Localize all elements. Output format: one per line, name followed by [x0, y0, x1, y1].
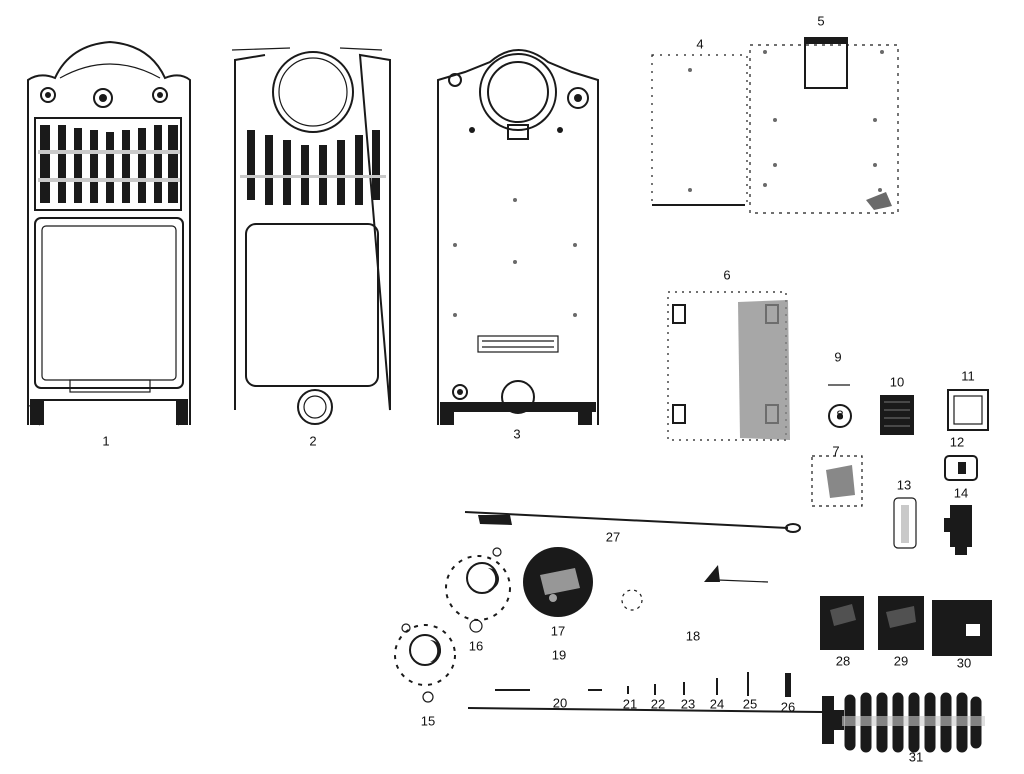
part-16-ring-bracket [445, 547, 511, 633]
label-part-3: 3 [513, 426, 520, 441]
part-labels: 1 2 3 4 5 6 7 8 9 10 11 12 13 14 15 16 1… [102, 13, 974, 764]
label-part-13: 13 [897, 477, 911, 492]
label-part-10: 10 [890, 374, 904, 389]
label-part-2: 2 [309, 433, 316, 448]
label-part-14: 14 [954, 485, 968, 500]
part-17-disc [523, 547, 593, 617]
part-2-middle-panel [231, 47, 391, 425]
part-13-tube [893, 497, 917, 549]
label-part-9: 9 [834, 349, 841, 364]
part-1-front-panel [27, 40, 191, 426]
label-part-6: 6 [723, 267, 730, 282]
label-part-11: 11 [961, 368, 975, 383]
label-part-8: 8 [836, 407, 843, 422]
part-18-bracket [704, 565, 769, 583]
part-3-back-plate [437, 49, 599, 425]
part-4-plate [651, 54, 748, 206]
label-part-30: 30 [957, 655, 971, 670]
label-part-18: 18 [686, 628, 700, 643]
label-part-23: 23 [681, 696, 695, 711]
part-29-block [878, 596, 924, 650]
label-part-26: 26 [781, 699, 795, 714]
part-14-plug [944, 505, 972, 555]
part-28-block [820, 596, 864, 650]
part-7-bracket [811, 455, 863, 507]
label-part-22: 22 [651, 696, 665, 711]
label-part-1: 1 [102, 433, 109, 448]
label-part-20: 20 [553, 695, 567, 710]
part-19-cap [621, 589, 643, 611]
label-part-29: 29 [894, 653, 908, 668]
label-part-24: 24 [710, 696, 724, 711]
part-27-rod [464, 511, 801, 533]
label-part-28: 28 [836, 653, 850, 668]
part-15-ring-bracket [394, 623, 456, 703]
label-part-5: 5 [817, 13, 824, 28]
label-part-17: 17 [551, 623, 565, 638]
part-5-plate [749, 37, 899, 214]
part-6-plate [667, 291, 790, 441]
part-11-box [947, 389, 989, 431]
part-10-block [880, 395, 914, 435]
label-part-16: 16 [469, 638, 483, 653]
label-part-21: 21 [623, 696, 637, 711]
label-part-4: 4 [696, 36, 703, 51]
part-12-box [944, 455, 978, 481]
label-part-25: 25 [743, 696, 757, 711]
label-part-19: 19 [552, 647, 566, 662]
label-part-12: 12 [950, 434, 964, 449]
part-30-block [932, 600, 992, 656]
label-part-27: 27 [606, 529, 620, 544]
parts-20-26-pins [467, 672, 823, 713]
label-part-31: 31 [909, 749, 923, 764]
label-part-15: 15 [421, 713, 435, 728]
label-part-7: 7 [832, 443, 839, 458]
part-31-coil [822, 692, 985, 753]
part-8-knob [828, 404, 852, 428]
